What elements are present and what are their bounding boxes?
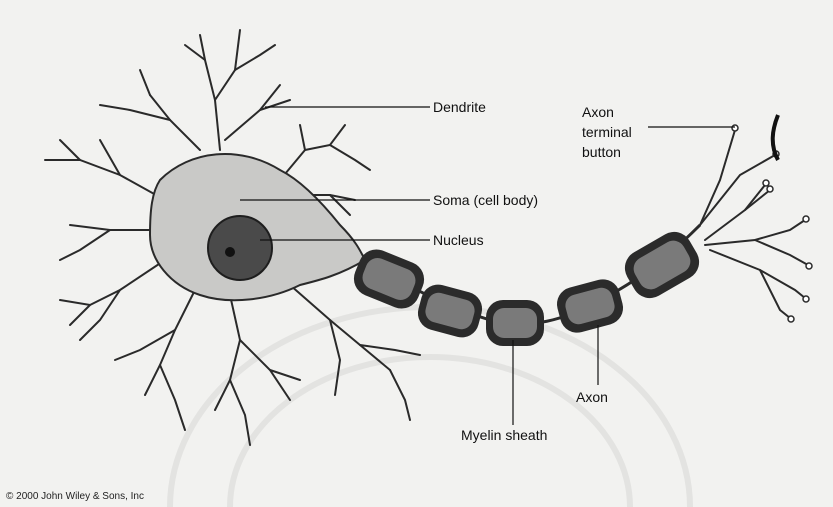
axon-terminals bbox=[700, 130, 808, 318]
myelin-segments bbox=[348, 225, 705, 346]
synapse-mark bbox=[773, 115, 778, 160]
nucleus-shape bbox=[208, 216, 272, 280]
label-axon-terminal-button: Axon terminal button bbox=[582, 102, 632, 162]
nucleolus-shape bbox=[225, 247, 235, 257]
label-nucleus: Nucleus bbox=[433, 232, 484, 248]
copyright-notice: © 2000 John Wiley & Sons, Inc bbox=[6, 491, 144, 502]
label-dendrite: Dendrite bbox=[433, 99, 486, 115]
label-soma: Soma (cell body) bbox=[433, 192, 538, 208]
label-axon-terminal-line-2: terminal bbox=[582, 122, 632, 142]
label-axon-terminal-line-3: button bbox=[582, 142, 632, 162]
label-myelin-sheath: Myelin sheath bbox=[461, 427, 547, 443]
watermark-arcs bbox=[170, 307, 690, 507]
label-axon: Axon bbox=[576, 389, 608, 405]
label-axon-terminal-line-1: Axon bbox=[582, 102, 632, 122]
